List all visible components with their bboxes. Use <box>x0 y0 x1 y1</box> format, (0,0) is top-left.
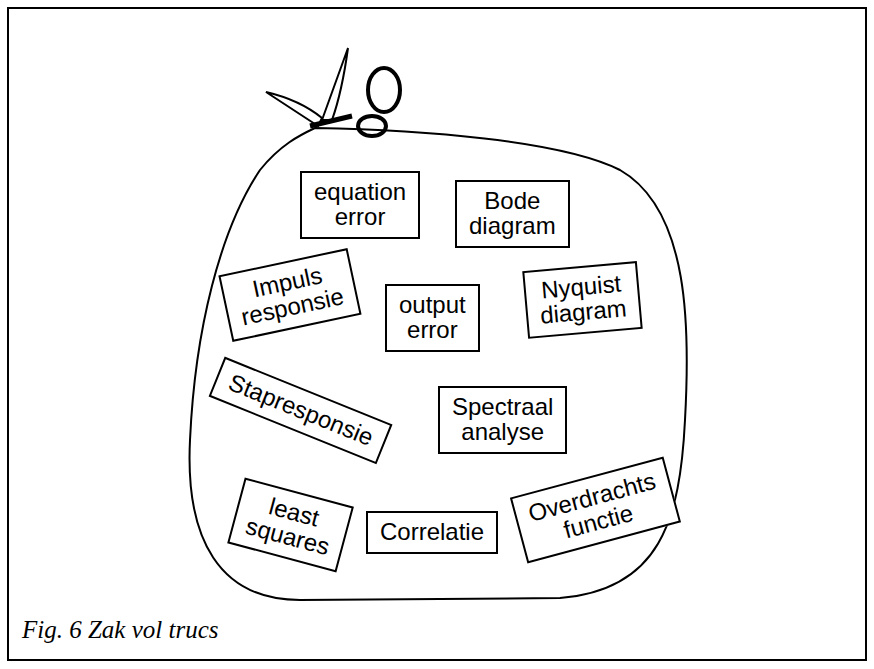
figure-caption: Fig. 6 Zak vol trucs <box>22 616 219 644</box>
card-label: Impuls responsie <box>234 259 346 330</box>
method-card: output error <box>385 284 480 352</box>
method-card: Spectraal analyse <box>438 386 567 454</box>
method-card: equation error <box>300 171 420 239</box>
bag-outline <box>190 128 687 600</box>
card-label: equation error <box>314 179 406 229</box>
method-card: Correlatie <box>366 511 498 554</box>
card-label: output error <box>399 292 466 342</box>
bag-bow <box>368 68 400 112</box>
method-card: Nyquist diagram <box>522 261 642 339</box>
figure-frame <box>8 8 866 660</box>
card-label: Nyquist diagram <box>537 270 628 328</box>
card-label: least squares <box>243 489 339 560</box>
bag-ear <box>266 92 322 126</box>
card-label: Bode diagram <box>469 188 556 238</box>
bag-ear <box>322 48 348 120</box>
bag-tie <box>310 116 352 126</box>
bag-bow <box>358 116 386 136</box>
method-card: Bode diagram <box>455 180 570 248</box>
card-label: Correlatie <box>380 519 484 544</box>
card-label: Spectraal analyse <box>452 394 553 444</box>
